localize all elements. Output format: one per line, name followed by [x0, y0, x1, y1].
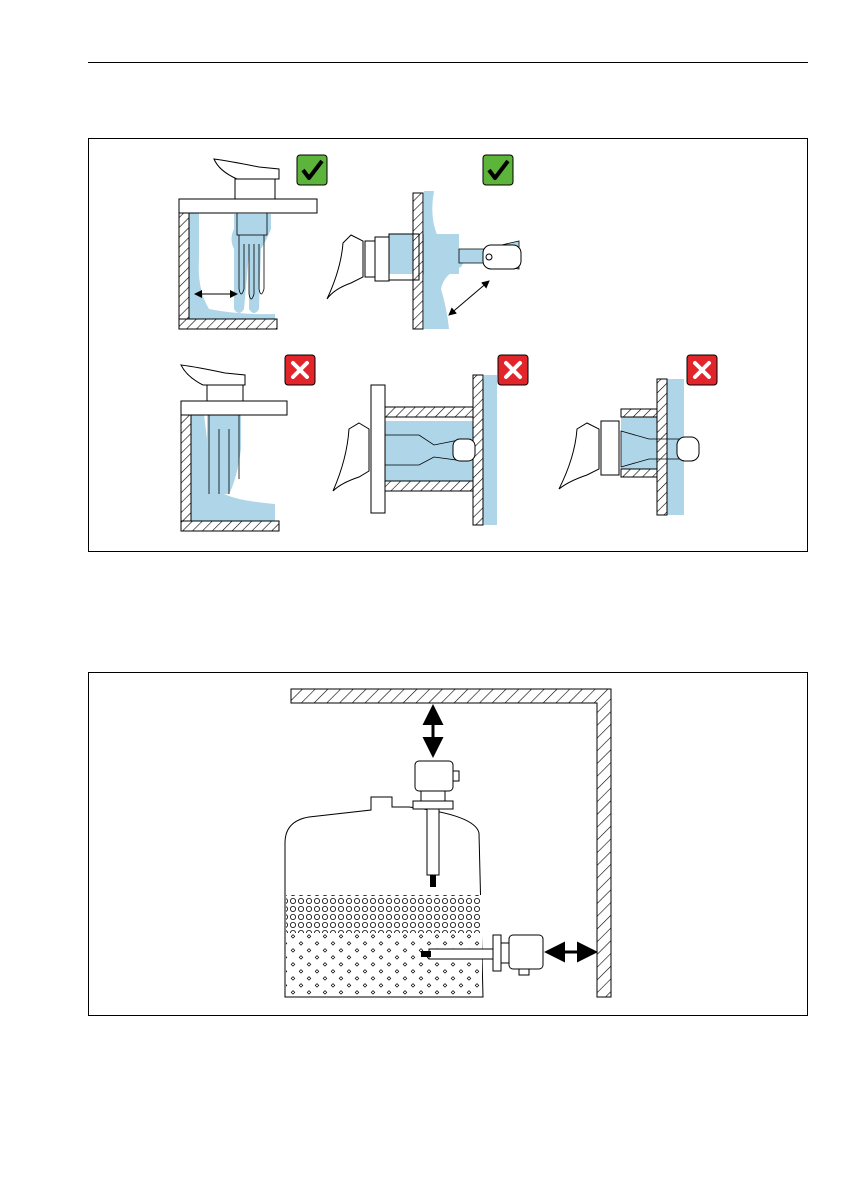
- example-correct-side-mount: [327, 191, 521, 329]
- checkmark-icon: [483, 155, 513, 185]
- example-correct-top-mount: [179, 159, 317, 329]
- installation-orientation-drawing: [89, 139, 809, 553]
- checkmark-icon: [297, 155, 327, 185]
- silo-vessel: [285, 797, 483, 997]
- page-header-rule: [88, 62, 808, 63]
- example-incorrect-recessed: [559, 379, 699, 515]
- installation-orientation-figure: [88, 138, 808, 552]
- example-incorrect-long-nozzle: [333, 375, 497, 525]
- example-incorrect-top-mount: [181, 365, 287, 531]
- cross-icon: [687, 355, 717, 385]
- cross-icon: [498, 355, 528, 385]
- installation-clearance-drawing: [89, 673, 809, 1017]
- cross-icon: [285, 355, 315, 385]
- installation-clearance-figure: [88, 672, 808, 1016]
